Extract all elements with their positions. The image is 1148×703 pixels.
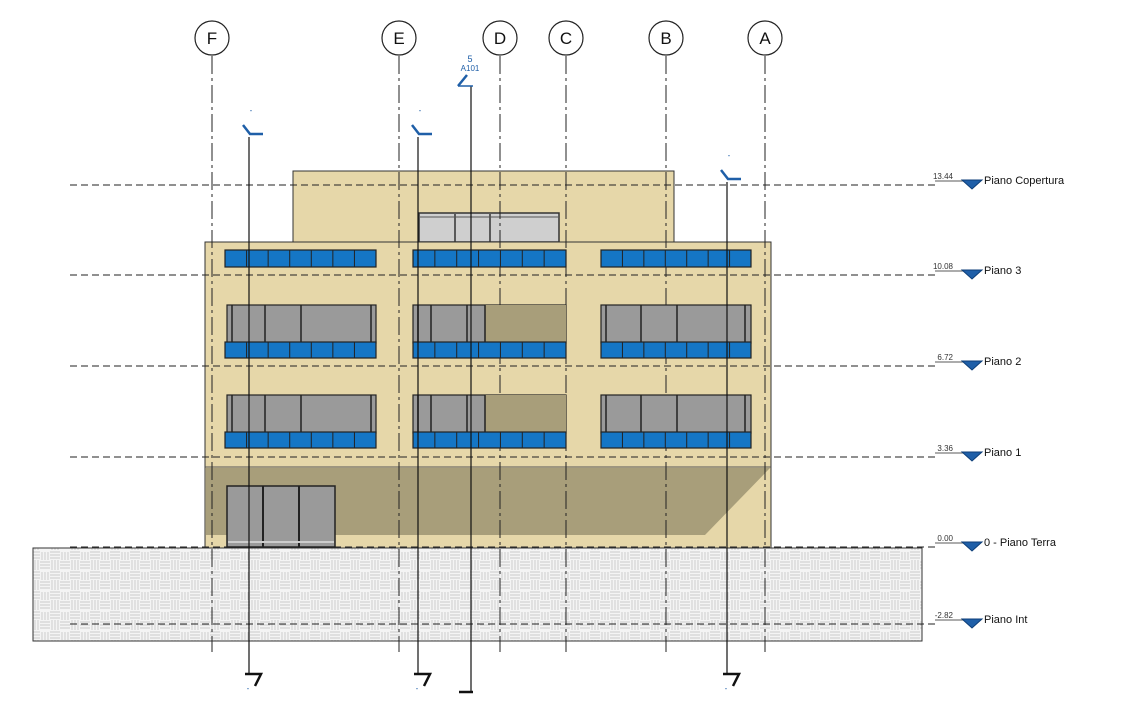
level-p3[interactable]: 10.08 Piano 3 [70, 262, 1021, 280]
level-name: Piano Copertura [984, 175, 1065, 187]
level-int[interactable]: -2.82 Piano Int [70, 611, 1027, 629]
blue-spandrel-panel [412, 249, 567, 268]
section-head-icon[interactable] [242, 124, 263, 136]
section-marker-2[interactable]: -- [411, 106, 433, 693]
level-head-icon[interactable] [960, 541, 984, 552]
grid-label: F [207, 29, 217, 48]
level-head-icon[interactable] [960, 269, 984, 280]
level-head-icon[interactable] [960, 451, 984, 462]
level-elevation: 6.72 [937, 353, 953, 362]
grid-label: C [560, 29, 572, 48]
grid-bubble[interactable] [482, 20, 518, 56]
entrance-door [226, 485, 336, 548]
level-elevation: -2.82 [935, 611, 954, 620]
level-elevation: 13.44 [933, 172, 954, 181]
grid-bubble[interactable] [381, 20, 417, 56]
section-tag-top: - [419, 106, 422, 115]
grid-bubble[interactable] [747, 20, 783, 56]
grid-label: D [494, 29, 506, 48]
section-tail-icon[interactable] [414, 672, 433, 687]
ground-terrain [32, 547, 923, 642]
blue-spandrel-panel [600, 431, 752, 449]
level-p1[interactable]: 3.36 Piano 1 [70, 444, 1021, 462]
level-name: Piano 2 [984, 356, 1021, 368]
grid-bubble[interactable] [648, 20, 684, 56]
window-band [600, 394, 752, 434]
level-name: Piano 1 [984, 447, 1021, 459]
blue-spandrel-panel [412, 431, 567, 449]
level-elevation: 10.08 [933, 262, 954, 271]
level-name: Piano 3 [984, 265, 1021, 277]
grid-a[interactable]: A [747, 20, 783, 652]
section-marker-1[interactable]: -- [242, 106, 264, 693]
grid-label: A [759, 29, 771, 48]
grid-bubble[interactable] [194, 20, 230, 56]
blue-spandrel-panel [600, 249, 752, 268]
section-tag-bottom: - [416, 684, 419, 693]
level-name: 0 - Piano Terra [984, 537, 1057, 549]
grid-e[interactable]: E [381, 20, 417, 652]
section-tail-icon[interactable] [245, 672, 264, 687]
level-head-icon[interactable] [960, 360, 984, 371]
level-head-icon[interactable] [960, 618, 984, 629]
level-terra[interactable]: 0.00 0 - Piano Terra [70, 534, 1057, 552]
level-copertura[interactable]: 13.44 Piano Copertura [70, 172, 1065, 190]
level-p2[interactable]: 6.72 Piano 2 [70, 353, 1021, 371]
section-tail-icon[interactable] [723, 672, 742, 687]
section-sheet: A101 [461, 64, 480, 73]
window-band [412, 304, 567, 344]
level-elevation: 3.36 [937, 444, 953, 453]
blue-spandrel-panel [224, 249, 377, 268]
blue-spandrel-panel [412, 341, 567, 359]
level-name: Piano Int [984, 614, 1027, 626]
blue-spandrel-panel [224, 341, 377, 359]
blue-spandrel-panel [600, 341, 752, 359]
section-tag-bottom: - [725, 684, 728, 693]
window-band [226, 304, 377, 344]
section-head-icon[interactable] [720, 169, 741, 181]
section-tag-top: - [728, 151, 731, 160]
window-band [600, 304, 752, 344]
section-number: 5 [467, 54, 472, 64]
ground-floor-recess [206, 468, 770, 535]
section-head-icon[interactable] [411, 124, 432, 136]
blue-spandrel-panel [224, 431, 377, 449]
grid-label: B [660, 29, 671, 48]
section-tag-top: - [250, 106, 253, 115]
section-tag-bottom: - [247, 684, 250, 693]
section-head-icon[interactable] [457, 74, 468, 87]
grid-f[interactable]: F [194, 20, 230, 652]
level-elevation: 0.00 [937, 534, 953, 543]
window-band [412, 394, 567, 434]
grid-bubble[interactable] [548, 20, 584, 56]
grid-label: E [393, 29, 404, 48]
level-head-icon[interactable] [960, 179, 984, 190]
roof-window [418, 212, 560, 243]
section-marker-3[interactable]: -- [720, 151, 742, 693]
